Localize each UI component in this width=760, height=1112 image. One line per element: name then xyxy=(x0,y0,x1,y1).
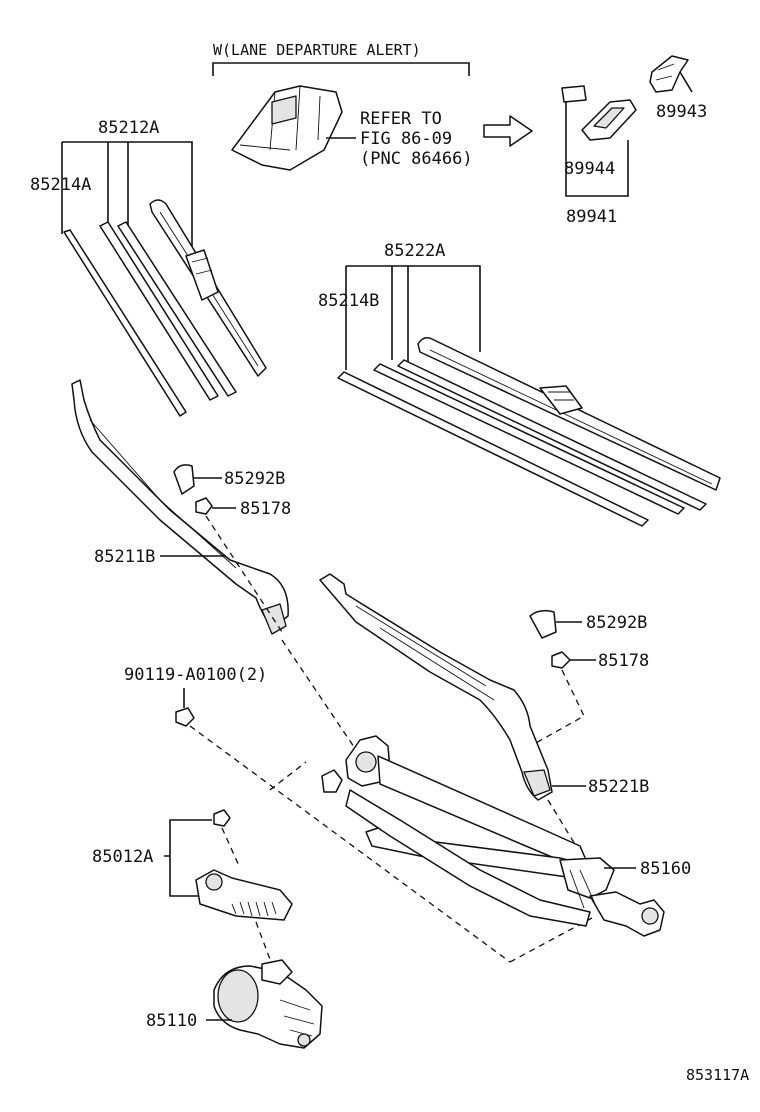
part-89941-icon xyxy=(581,99,637,141)
label-85221B: 85221B xyxy=(588,777,649,797)
refer-note-line3: (PNC 86466) xyxy=(360,149,473,169)
blade-refill-85214B xyxy=(337,371,649,527)
variant-bracket xyxy=(212,62,470,76)
blade-refill-85214A xyxy=(63,229,187,417)
label-90119: 90119-A0100(2) xyxy=(124,665,267,685)
blade-rubber-left-a xyxy=(99,221,219,401)
bracket-85222A xyxy=(345,265,481,370)
cap-85292B-left xyxy=(173,464,195,495)
blade-rubber-left-b xyxy=(117,221,237,397)
blade-rubber-right-b xyxy=(397,359,707,511)
part-89943-icon xyxy=(649,55,689,93)
label-85110: 85110 xyxy=(146,1011,197,1031)
label-85214A: 85214A xyxy=(30,175,91,195)
bracket-85012A xyxy=(164,819,212,897)
wiper-motor-85110 xyxy=(213,959,323,1049)
camera-housing-part xyxy=(231,85,343,171)
label-85178-2: 85178 xyxy=(598,651,649,671)
label-85212A: 85212A xyxy=(98,118,159,138)
label-85214B: 85214B xyxy=(318,291,379,311)
nut-85178-left xyxy=(195,497,213,515)
label-85292B-1: 85292B xyxy=(224,469,285,489)
label-85160: 85160 xyxy=(640,859,691,879)
blade-rubber-right-a xyxy=(373,363,685,515)
label-89944: 89944 xyxy=(564,159,615,179)
refer-note-line1: REFER TO xyxy=(360,109,442,129)
label-85292B-2: 85292B xyxy=(586,613,647,633)
crank-arm-85012A xyxy=(195,869,293,921)
blade-assembly-right xyxy=(417,337,721,491)
wiper-arm-85221B xyxy=(319,573,553,801)
bolt-90119-icon xyxy=(175,707,195,727)
label-85211B: 85211B xyxy=(94,547,155,567)
wiper-linkage-85160 xyxy=(321,735,665,937)
variant-heading: W(LANE DEPARTURE ALERT) xyxy=(213,41,421,59)
label-89943: 89943 xyxy=(656,102,707,122)
nut-85012A xyxy=(213,809,231,827)
arrow-right-icon xyxy=(483,115,533,147)
cap-85292B-right xyxy=(529,609,557,639)
refer-note-line2: FIG 86-09 xyxy=(360,129,452,149)
part-89944-icon xyxy=(561,85,587,103)
bracket-85212A xyxy=(61,141,193,250)
label-85222A: 85222A xyxy=(384,241,445,261)
nut-85178-right xyxy=(551,651,571,669)
label-85012A: 85012A xyxy=(92,847,153,867)
bracket-89941 xyxy=(565,102,629,197)
figure-code: 853117A xyxy=(686,1066,749,1084)
blade-assembly-left xyxy=(149,199,267,377)
label-89941: 89941 xyxy=(566,207,617,227)
label-85178-1: 85178 xyxy=(240,499,291,519)
